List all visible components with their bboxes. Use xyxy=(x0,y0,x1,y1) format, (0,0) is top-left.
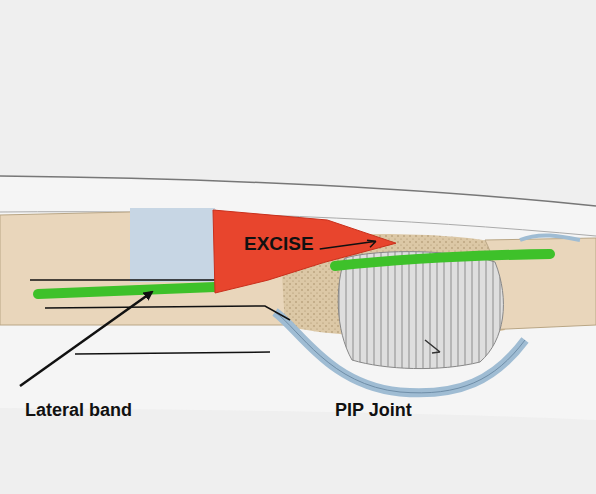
part-label: Lateral band xyxy=(25,400,132,421)
region-label: EXCISE xyxy=(244,233,314,255)
excise-region: EXCISE xyxy=(212,208,398,296)
part-label: PIP Joint xyxy=(335,400,412,421)
